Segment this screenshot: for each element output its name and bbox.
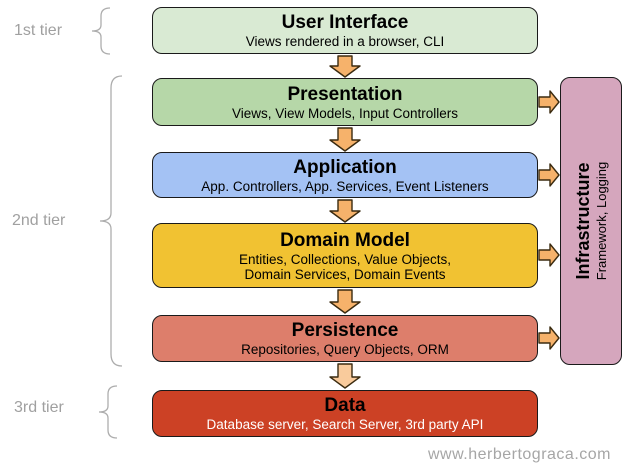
watermark: www.herbertograca.com: [427, 446, 611, 463]
layer-title: Domain Model: [280, 229, 410, 251]
layer-title: Presentation: [287, 83, 403, 105]
right-arrow-application-to-infrastructure: [538, 163, 560, 187]
layer-subtitle: App. Controllers, App. Services, Event L…: [201, 178, 489, 194]
layer-domain-model: Domain Model Entities, Collections, Valu…: [152, 223, 538, 288]
layer-user-interface: User Interface Views rendered in a brows…: [152, 7, 538, 54]
layer-persistence: Persistence Repositories, Query Objects,…: [152, 315, 538, 362]
layer-subtitle: Views rendered in a browser, CLI: [245, 34, 445, 49]
infrastructure-box: Infrastructure Framework, Logging: [560, 77, 622, 365]
down-arrow-domain-to-persistence: [329, 289, 361, 314]
tier-label-3rd: 3rd tier: [14, 399, 64, 416]
layer-title: Data: [324, 395, 366, 416]
layer-subtitle: Database server, Search Server, 3rd part…: [206, 417, 484, 432]
down-arrow-ui-to-presentation: [329, 55, 361, 78]
layer-data: Data Database server, Search Server, 3rd…: [152, 390, 538, 437]
down-arrow-presentation-to-application: [329, 127, 361, 152]
layer-subtitle-line2: Domain Services, Domain Events: [244, 266, 446, 282]
tier-brace-2nd: [99, 75, 123, 367]
layer-subtitle: Repositories, Query Objects, ORM: [241, 342, 449, 357]
tier-label-2nd: 2nd tier: [12, 212, 66, 229]
layer-title: Application: [293, 156, 397, 178]
layer-title: User Interface: [281, 12, 409, 33]
right-arrow-persistence-to-infrastructure: [538, 326, 560, 350]
layer-application: Application App. Controllers, App. Servi…: [152, 152, 538, 198]
tier-label-1st: 1st tier: [14, 22, 63, 39]
layer-subtitle: Views, View Models, Input Controllers: [231, 105, 459, 121]
layer-subtitle: Entities, Collections, Value Objects,: [238, 251, 452, 267]
layer-presentation: Presentation Views, View Models, Input C…: [152, 78, 538, 126]
tier-brace-3rd: [98, 385, 118, 439]
right-arrow-presentation-to-infrastructure: [538, 90, 560, 114]
tier-brace-1st: [91, 7, 111, 55]
layer-title: Persistence: [291, 320, 399, 341]
right-arrow-domain-to-infrastructure: [538, 243, 560, 267]
down-arrow-persistence-to-data: [329, 363, 361, 389]
down-arrow-application-to-domain: [329, 199, 361, 223]
